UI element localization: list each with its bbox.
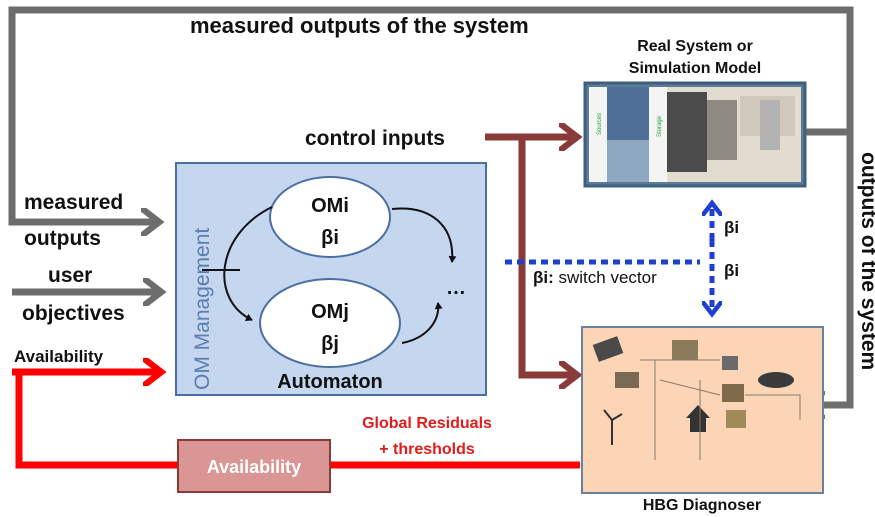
om-i-label: OMi	[311, 195, 349, 217]
real-system-title-line1: Real System or	[637, 38, 753, 55]
om-i-beta: βi	[321, 227, 339, 249]
availability-block	[177, 439, 331, 493]
hbg-diagnoser-title: HBG Diagnoser	[643, 497, 761, 514]
beta-upper-label: βi	[724, 218, 739, 237]
om-j-label: OMj	[311, 301, 349, 323]
ellipsis-states: …	[446, 277, 466, 299]
user-objectives-line2: objectives	[22, 302, 125, 325]
real-system-box: Sources Storage	[583, 81, 807, 188]
om-j-state	[259, 278, 401, 368]
availability-input-label: Availability	[14, 347, 104, 366]
global-residuals-line2: + thresholds	[379, 441, 475, 458]
control-inputs-label: control inputs	[305, 127, 445, 150]
transition-omi-to-omj	[223, 206, 273, 322]
beta-lower-label: βi	[724, 261, 739, 280]
measured-outputs-line2: outputs	[24, 227, 101, 250]
photo-sources-label: Sources	[597, 113, 603, 135]
switch-vector-label: βi: switch vector	[533, 268, 657, 287]
measured-outputs-system-top-label: measured outputs of the system	[190, 13, 529, 38]
transition-omi-to-ellipsis	[391, 207, 457, 263]
transition-omj-to-ellipsis	[401, 302, 443, 344]
hbg-diagnoser-box	[581, 326, 824, 494]
measured-outputs-line1: measured	[24, 191, 123, 214]
measured-outputs-top-loop-arrow	[8, 6, 854, 222]
control-inputs-to-diagnoser-arrow	[518, 137, 576, 375]
global-residuals-loop-line	[15, 372, 580, 469]
om-j-beta: βj	[321, 333, 339, 355]
real-system-title-line2: Simulation Model	[629, 60, 761, 77]
outputs-of-system-vertical-label: outputs of the system	[857, 152, 875, 370]
om-i-state	[269, 176, 391, 258]
measured-outputs-feedback-arrow	[805, 128, 854, 405]
user-objectives-line1: user	[48, 264, 92, 287]
photo-storage-label: Storage	[657, 115, 663, 137]
availability-block-label: Availability	[207, 457, 301, 477]
global-residuals-line1: Global Residuals	[362, 415, 492, 432]
om-management-label: OM Management	[191, 228, 214, 390]
automaton-label: Automaton	[277, 371, 383, 393]
